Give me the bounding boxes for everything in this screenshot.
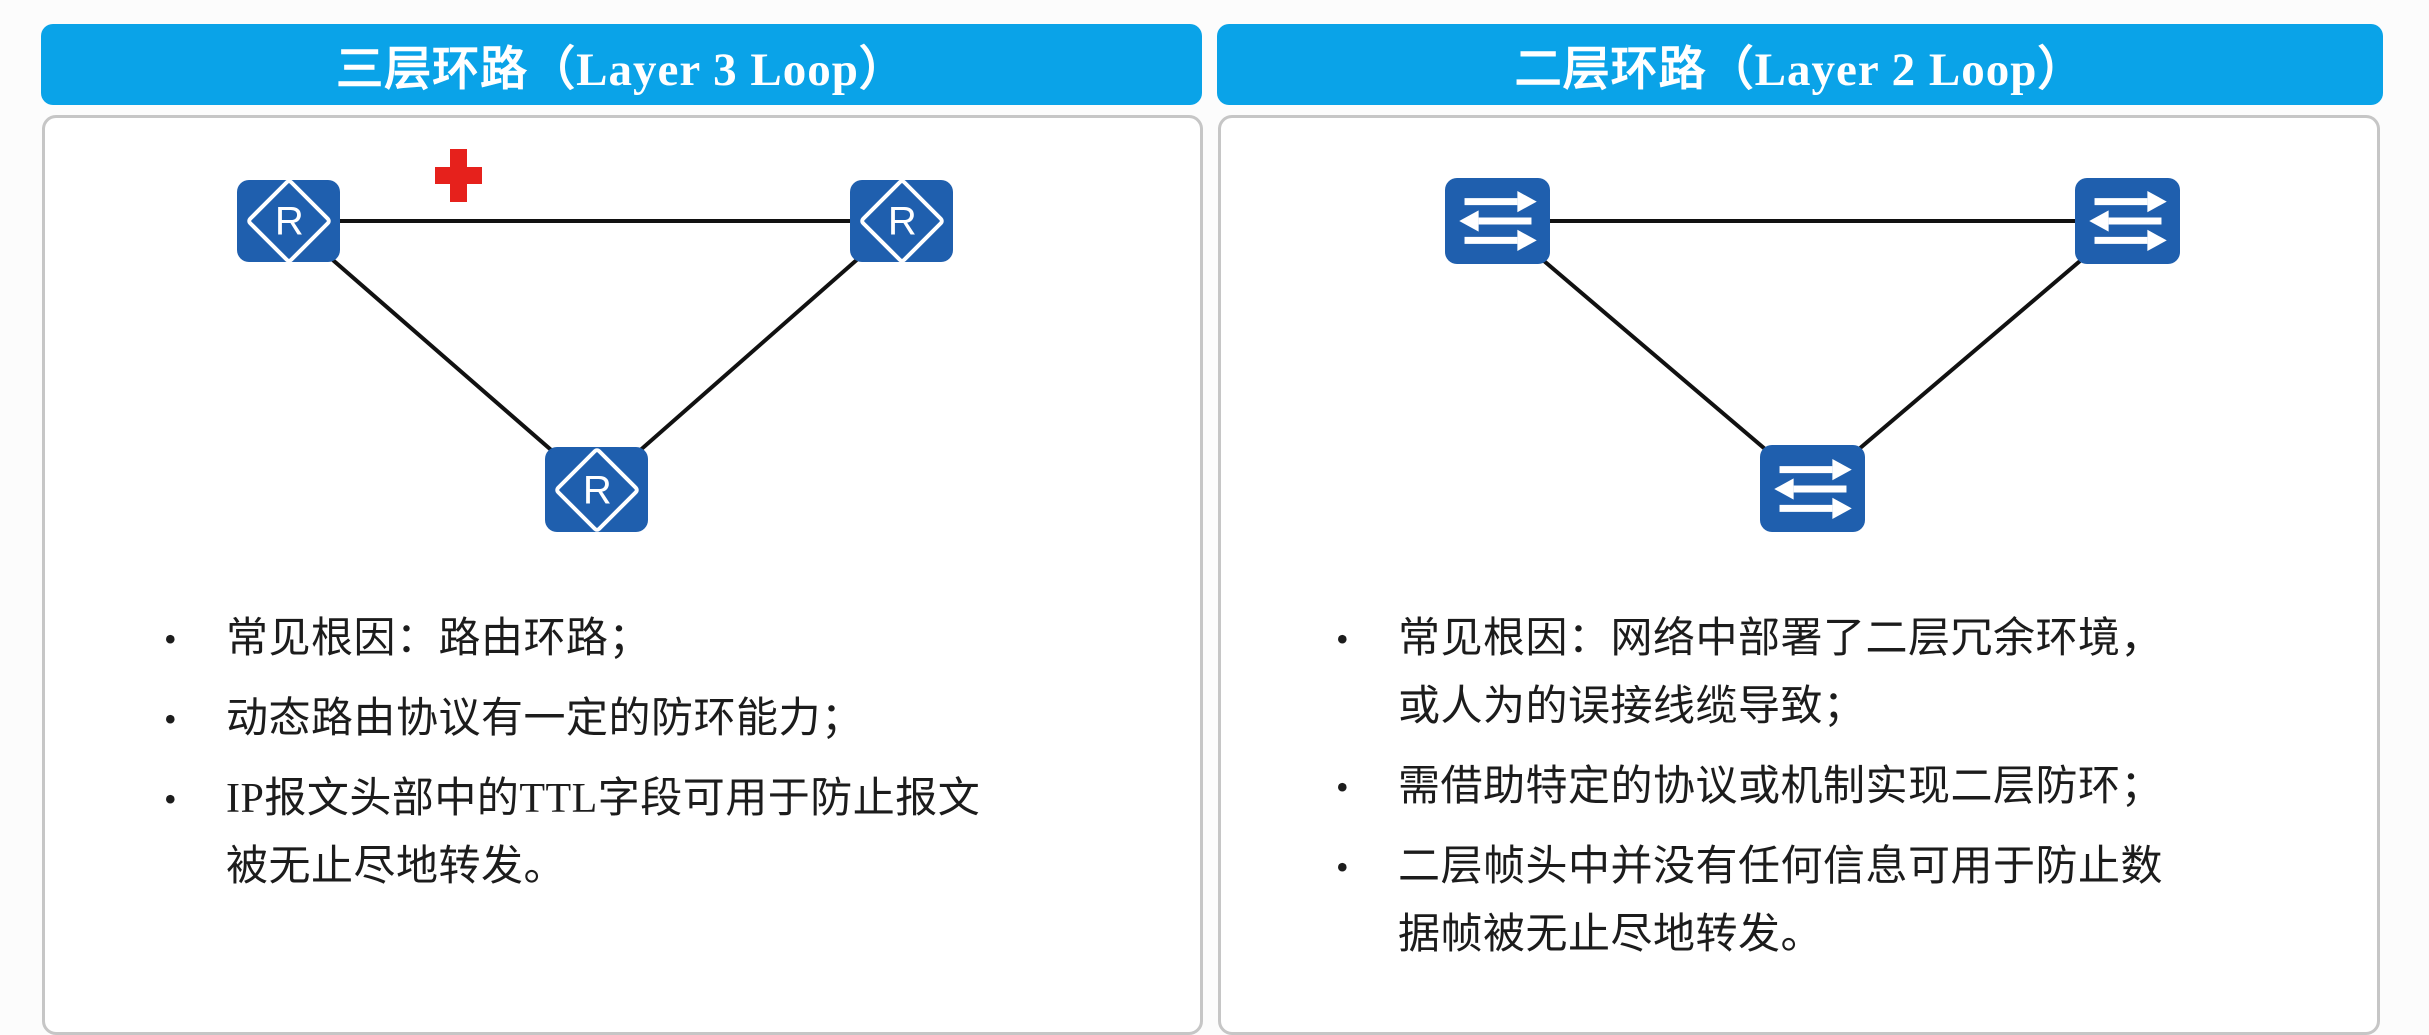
bullet-line: 被无止尽地转发。 bbox=[226, 844, 567, 890]
list-item: • 动态路由协议有一定的防环能力； bbox=[158, 685, 1078, 753]
list-item: • IP报文头部中的TTL字段可用于防止报文 被无止尽地转发。 bbox=[158, 765, 1078, 901]
bullet-text: 常见根因：网络中部署了二层冗余环境， 或人为的误接线缆导致； bbox=[1398, 605, 2330, 741]
router-diamond: R bbox=[552, 445, 641, 534]
bullet-text: IP报文头部中的TTL字段可用于防止报文 被无止尽地转发。 bbox=[226, 765, 1078, 901]
router-label: R bbox=[274, 198, 303, 243]
bullet-line: 动态路由协议有一定的防环能力； bbox=[226, 696, 864, 742]
switch-left-icon bbox=[1445, 178, 1550, 264]
bullet-text: 动态路由协议有一定的防环能力； bbox=[226, 685, 1078, 753]
list-item: • 常见根因：网络中部署了二层冗余环境， 或人为的误接线缆导致； bbox=[1330, 605, 2330, 741]
bullet-line: IP报文头部中的TTL字段可用于防止报文 bbox=[226, 776, 981, 822]
bullet-line: 需借助特定的协议或机制实现二层防环； bbox=[1398, 764, 2164, 810]
bullet-text: 需借助特定的协议或机制实现二层防环； bbox=[1398, 753, 2330, 821]
bullet-line: 据帧被无止尽地转发。 bbox=[1398, 912, 1824, 958]
switch-right-icon bbox=[2075, 178, 2180, 264]
cross-horizontal-bar bbox=[435, 167, 482, 184]
bullet-dot: • bbox=[1336, 767, 1349, 807]
bullet-dot: • bbox=[1336, 619, 1349, 659]
router-right-icon: R bbox=[850, 177, 953, 265]
router-left-icon: R bbox=[237, 177, 340, 265]
bullet-line: 常见根因：路由环路； bbox=[226, 616, 652, 662]
router-label: R bbox=[582, 467, 611, 512]
switch-arrows-glyph bbox=[1773, 458, 1852, 519]
bullet-line: 常见根因：网络中部署了二层冗余环境， bbox=[1398, 616, 2164, 662]
list-item: • 常见根因：路由环路； bbox=[158, 605, 1078, 673]
switch-bottom-icon bbox=[1760, 445, 1865, 532]
list-item: • 二层帧头中并没有任何信息可用于防止数 据帧被无止尽地转发。 bbox=[1330, 833, 2330, 969]
switch-arrows-glyph bbox=[2088, 191, 2167, 251]
bullet-dot: • bbox=[164, 619, 177, 659]
router-label: R bbox=[887, 198, 916, 243]
blocked-link-cross-icon bbox=[435, 149, 482, 202]
layer3-title-bar: 三层环路（Layer 3 Loop） bbox=[41, 24, 1202, 105]
bullet-text: 二层帧头中并没有任何信息可用于防止数 据帧被无止尽地转发。 bbox=[1398, 833, 2330, 969]
layer3-title: 三层环路（Layer 3 Loop） bbox=[336, 44, 907, 96]
bullet-line: 二层帧头中并没有任何信息可用于防止数 bbox=[1398, 844, 2164, 890]
router-diamond: R bbox=[857, 177, 946, 265]
bullet-dot: • bbox=[164, 779, 177, 819]
bullet-dot: • bbox=[164, 699, 177, 739]
layer2-title-bar: 二层环路（Layer 2 Loop） bbox=[1217, 24, 2383, 105]
switch-arrows-glyph bbox=[1458, 191, 1537, 251]
layer2-title: 二层环路（Layer 2 Loop） bbox=[1514, 44, 2086, 96]
router-bottom-icon: R bbox=[545, 445, 648, 534]
bullet-line: 或人为的误接线缆导致； bbox=[1398, 684, 1866, 730]
router-diamond: R bbox=[244, 177, 333, 265]
bullet-dot: • bbox=[1336, 847, 1349, 887]
layer3-bullet-list: • 常见根因：路由环路； • 动态路由协议有一定的防环能力； • IP报文头部中… bbox=[158, 605, 1078, 913]
list-item: • 需借助特定的协议或机制实现二层防环； bbox=[1330, 753, 2330, 821]
bullet-text: 常见根因：路由环路； bbox=[226, 605, 1078, 673]
layer2-bullet-list: • 常见根因：网络中部署了二层冗余环境， 或人为的误接线缆导致； • 需借助特定… bbox=[1330, 605, 2330, 981]
